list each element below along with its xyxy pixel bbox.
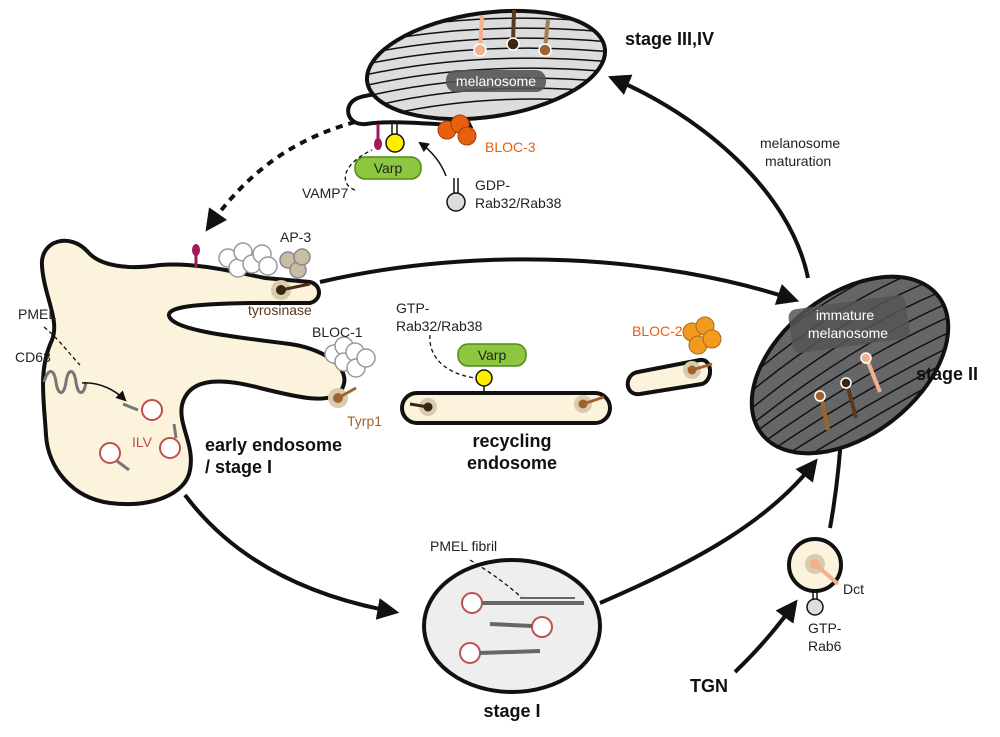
pmel-label: PMEL xyxy=(18,306,56,322)
melanosome-maturation-label-1: melanosome xyxy=(760,135,840,151)
pmel-fibril-label: PMEL fibril xyxy=(430,538,497,554)
bloc2-label: BLOC-2 xyxy=(632,323,683,339)
recycling-endosome-label-1: recycling xyxy=(472,431,551,451)
immature-melanosome-cargo xyxy=(814,352,882,431)
pmel-fibrils xyxy=(459,592,584,664)
rab32-gtp-on-recycling xyxy=(475,369,493,393)
gtp-rab6-label-1: GTP- xyxy=(808,620,842,636)
gdp-rab-label-1: GDP- xyxy=(475,177,510,193)
gtp-rab-label-2: Rab32/Rab38 xyxy=(396,318,483,334)
rab32-gdp xyxy=(446,178,466,212)
immature-melanosome-label-1: immature xyxy=(816,307,875,323)
vamp7-on-endosome xyxy=(192,244,200,268)
bloc1-complex xyxy=(324,336,376,378)
bloc3-label: BLOC-3 xyxy=(485,139,536,155)
gdp-rab-to-gtp-arrow xyxy=(418,141,447,177)
bloc3-complex xyxy=(437,114,477,146)
early-endosome-label-1: early endosome xyxy=(205,435,342,455)
varp-mid-label: Varp xyxy=(478,347,507,363)
cd63-membrane-protein xyxy=(42,370,88,394)
melanosome-maturation-label-2: maturation xyxy=(765,153,831,169)
gdp-rab-label-2: Rab32/Rab38 xyxy=(475,195,562,211)
varp-top-label: Varp xyxy=(374,160,403,176)
vamp7-at-tubule xyxy=(374,124,382,150)
gtp-rab6-label-2: Rab6 xyxy=(808,638,842,654)
tyrp1-cargo-endosome xyxy=(328,386,357,408)
tyrosinase-label: tyrosinase xyxy=(248,302,312,318)
ilv-vesicles xyxy=(99,399,181,472)
dct-label: Dct xyxy=(843,581,864,597)
gtp-rab-label-1: GTP- xyxy=(396,300,430,316)
recycling-endosome-cargo xyxy=(409,395,605,416)
bloc2-complex xyxy=(682,316,722,355)
dct-cargo xyxy=(805,554,840,586)
vamp7-label: VAMP7 xyxy=(302,185,349,201)
varp-mid-box xyxy=(457,343,527,367)
arrow-retrograde-dashed xyxy=(205,120,356,232)
early-endosome-label-2: / stage I xyxy=(205,457,272,477)
cd63-label: CD63 xyxy=(15,349,51,365)
stage-1-label: stage I xyxy=(483,701,540,721)
arrow-endosome-to-immature xyxy=(319,257,800,305)
immature-melanosome xyxy=(727,249,973,483)
arrow-stage1-to-stage2 xyxy=(599,458,818,605)
rab6-gtp xyxy=(806,591,824,616)
pmel-sorting-arrow xyxy=(81,382,127,402)
rab32-at-tubule xyxy=(385,124,405,153)
ilv-label: ILV xyxy=(132,434,153,450)
bloc1-label: BLOC-1 xyxy=(312,324,363,340)
arrow-stage2-to-stage34 xyxy=(607,74,810,279)
arrow-tgn xyxy=(733,599,798,674)
ap3-complex xyxy=(218,242,311,279)
immature-melanosome-label-2: melanosome xyxy=(808,325,888,341)
tyrp1-label: Tyrp1 xyxy=(347,413,382,429)
melanosome-label: melanosome xyxy=(456,73,536,89)
varp-top-box xyxy=(354,156,422,180)
mature-melanosome-cargo xyxy=(473,9,552,57)
ap3-label: AP-3 xyxy=(280,229,311,245)
early-endosome xyxy=(39,238,347,506)
pmel-pointer-line xyxy=(43,326,81,366)
tgn-label: TGN xyxy=(690,676,728,696)
tyrosinase-cargo xyxy=(271,280,311,300)
tubule-cargo xyxy=(683,361,713,379)
arrow-endosome-to-stage1 xyxy=(183,493,400,620)
pmel-fibril-pointer xyxy=(469,559,523,599)
stage-3-4-label: stage III,IV xyxy=(625,29,714,49)
recycling-endosome-label-2: endosome xyxy=(467,453,557,473)
stage-2-label: stage II xyxy=(916,364,978,384)
recycling-endosome xyxy=(400,391,612,425)
